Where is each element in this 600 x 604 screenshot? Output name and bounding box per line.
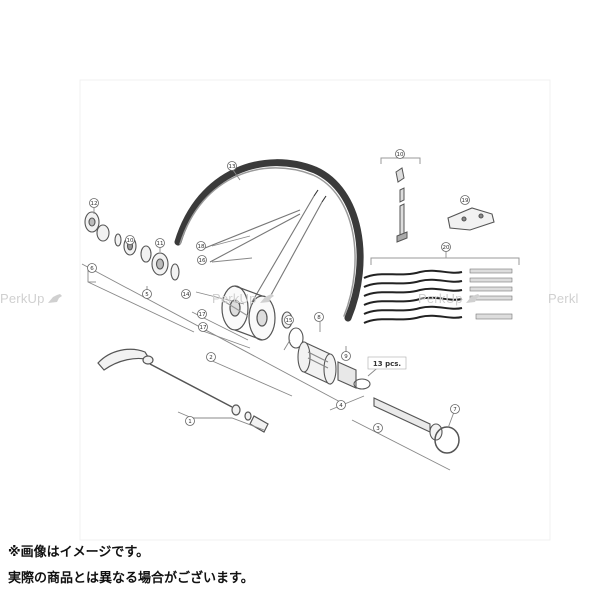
callout-number: 16 bbox=[199, 258, 206, 264]
decal-sheet bbox=[363, 250, 520, 324]
callout-number: 5 bbox=[145, 292, 149, 298]
callout-19: 19 bbox=[460, 195, 470, 205]
callout-13: 13 bbox=[227, 161, 237, 171]
decal-tag bbox=[469, 268, 513, 274]
callout-5: 5 bbox=[142, 289, 152, 299]
difference-note: 実際の商品とは異なる場合がございます。 bbox=[8, 571, 254, 586]
decal-stripe bbox=[363, 296, 463, 306]
callout-number: 18 bbox=[198, 244, 205, 250]
callout-17: 17 bbox=[198, 322, 208, 332]
callout-number: 8 bbox=[317, 315, 321, 321]
diagram-frame bbox=[79, 79, 551, 541]
decal-tag bbox=[469, 286, 513, 292]
kangaroo-icon bbox=[465, 292, 481, 303]
part-19-tool bbox=[447, 207, 495, 231]
callout-15: 15 bbox=[284, 315, 294, 325]
spoke-count-label: 13 pcs. bbox=[373, 360, 401, 368]
callout-16: 16 bbox=[197, 255, 207, 265]
watermark-mid-b: PerkUp bbox=[418, 291, 483, 306]
kangaroo-icon bbox=[47, 292, 63, 303]
callout-number: 2 bbox=[209, 355, 213, 361]
hub-body bbox=[221, 285, 276, 341]
rim bbox=[174, 159, 364, 322]
callout-number: 15 bbox=[286, 318, 293, 324]
quick-release-skewer bbox=[97, 348, 269, 433]
callout-number: 6 bbox=[90, 266, 94, 272]
decal-stripe bbox=[363, 269, 463, 279]
callout-17: 17 bbox=[197, 309, 207, 319]
callout-10: 10 bbox=[395, 149, 405, 159]
freehub-parts bbox=[281, 311, 460, 454]
callout-11: 11 bbox=[155, 238, 165, 248]
callout-20: 20 bbox=[441, 242, 451, 252]
decal-tag bbox=[475, 313, 513, 320]
callout-number: 17 bbox=[200, 325, 207, 331]
callout-4: 4 bbox=[336, 400, 346, 410]
callout-10: 10 bbox=[125, 235, 135, 245]
callout-3: 3 bbox=[373, 423, 383, 433]
kangaroo-icon bbox=[259, 292, 275, 303]
callout-number: 10 bbox=[127, 238, 134, 244]
watermark-right: Perkl bbox=[548, 291, 579, 306]
callout-number: 3 bbox=[376, 426, 380, 432]
callout-number: 1 bbox=[188, 419, 192, 425]
callout-number: 14 bbox=[183, 292, 190, 298]
decal-stripe bbox=[363, 314, 463, 324]
image-note: ※画像はイメージです。 bbox=[8, 545, 150, 560]
callout-7: 7 bbox=[450, 404, 460, 414]
left-bearing-parts bbox=[84, 211, 180, 281]
decal-stripe bbox=[363, 305, 463, 315]
callout-9: 9 bbox=[341, 351, 351, 361]
callout-8: 8 bbox=[314, 312, 324, 322]
spoke-count-note: 13 pcs. bbox=[367, 356, 407, 370]
spokes bbox=[204, 189, 327, 307]
decal-stripe bbox=[363, 278, 463, 288]
decal-stripe bbox=[363, 287, 463, 297]
callout-6: 6 bbox=[87, 263, 97, 273]
callout-18: 18 bbox=[196, 241, 206, 251]
callout-number: 20 bbox=[443, 245, 450, 251]
watermark-left: PerkUp bbox=[0, 291, 65, 306]
callout-number: 11 bbox=[157, 241, 164, 247]
callout-number: 17 bbox=[199, 312, 206, 318]
nipple-box bbox=[380, 150, 421, 243]
callout-14: 14 bbox=[181, 289, 191, 299]
watermark-mid-a: PerkUp bbox=[212, 291, 277, 306]
callout-number: 10 bbox=[397, 152, 404, 158]
callout-1: 1 bbox=[185, 416, 195, 426]
callout-number: 9 bbox=[344, 354, 348, 360]
callout-2: 2 bbox=[206, 352, 216, 362]
callout-number: 13 bbox=[229, 164, 236, 170]
decal-tag bbox=[469, 277, 513, 283]
callout-number: 19 bbox=[462, 198, 469, 204]
callout-number: 4 bbox=[339, 403, 343, 409]
callout-number: 12 bbox=[91, 201, 98, 207]
callout-number: 7 bbox=[453, 407, 457, 413]
callout-12: 12 bbox=[89, 198, 99, 208]
